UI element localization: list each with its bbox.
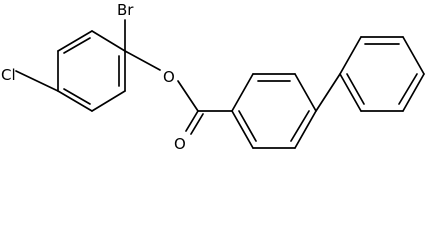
double-bond-inner [63,88,91,105]
molecule-drawing: Br Cl O O [1,1,425,153]
carbonyl-double-bond [190,113,204,135]
bond [339,36,362,75]
bromochlorophenyl-ring [57,30,126,112]
o-c-bond [177,80,199,112]
bond [402,73,425,112]
bond [294,110,317,149]
bond [294,73,317,112]
double-bond-inner [346,73,365,105]
double-bond-inner [63,37,91,54]
bond [57,90,93,112]
terminal-phenyl-ring [339,36,425,112]
central-phenyl-ring [197,73,317,149]
bond [57,30,93,52]
bond [231,110,254,149]
carbonyl-double-bond [185,110,199,132]
structure-canvas: Br Cl O O [1,1,425,153]
double-bond-inner [238,110,257,142]
bond [91,90,126,112]
ester-oxygen-label: O [163,68,175,86]
c-cl-bond [15,70,59,92]
bond [231,73,254,112]
double-bond-inner [398,73,418,105]
chlorine-label: Cl [1,66,16,84]
bond [339,73,362,112]
bromine-label: Br [117,1,134,19]
biaryl-bond [315,73,341,112]
c-o-bond [124,50,161,71]
carbonyl-oxygen-label: O [174,135,186,153]
bond [91,30,126,52]
double-bond-inner [290,110,310,142]
bond [402,36,425,75]
